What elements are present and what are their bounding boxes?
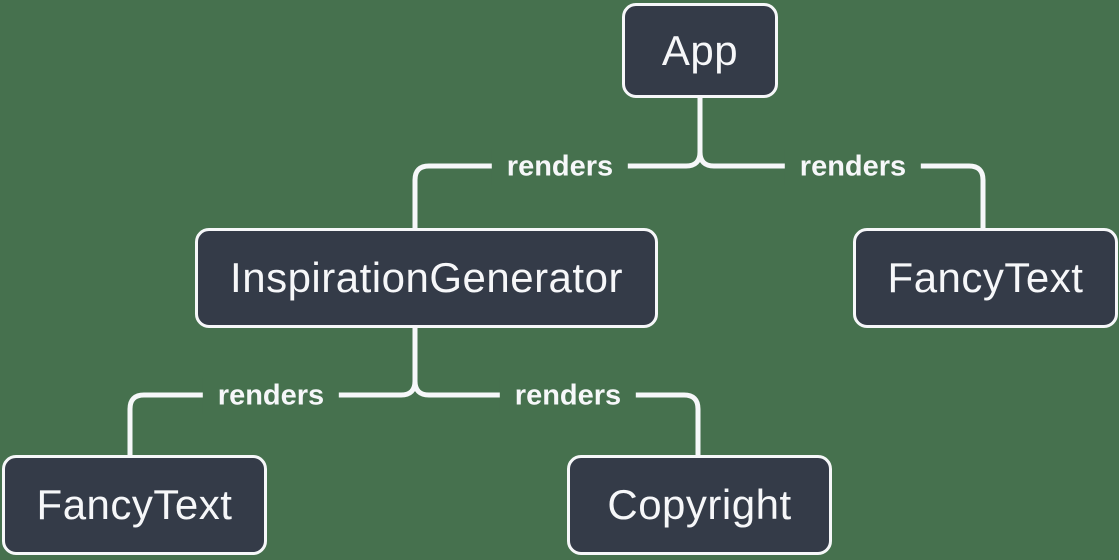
node-app: App xyxy=(622,3,778,98)
node-fancy-text-right: FancyText xyxy=(853,228,1118,328)
node-copyright-label: Copyright xyxy=(607,481,792,528)
edge-label-renders-app-inspirationgenerator: renders xyxy=(491,148,629,186)
node-inspiration-generator: InspirationGenerator xyxy=(195,228,658,328)
node-inspiration-generator-label: InspirationGenerator xyxy=(230,254,623,301)
node-fancy-text-left-label: FancyText xyxy=(36,481,233,528)
edge-label-renders-inspirationgenerator-copyright: renders xyxy=(499,377,637,415)
node-app-label: App xyxy=(661,26,739,74)
node-fancy-text-left: FancyText xyxy=(2,455,267,555)
edge-label-renders-inspirationgenerator-fancytext: renders xyxy=(202,377,340,415)
node-fancy-text-right-label: FancyText xyxy=(887,254,1084,301)
node-copyright: Copyright xyxy=(567,455,832,555)
edge-label-renders-app-fancytext: renders xyxy=(784,148,922,186)
